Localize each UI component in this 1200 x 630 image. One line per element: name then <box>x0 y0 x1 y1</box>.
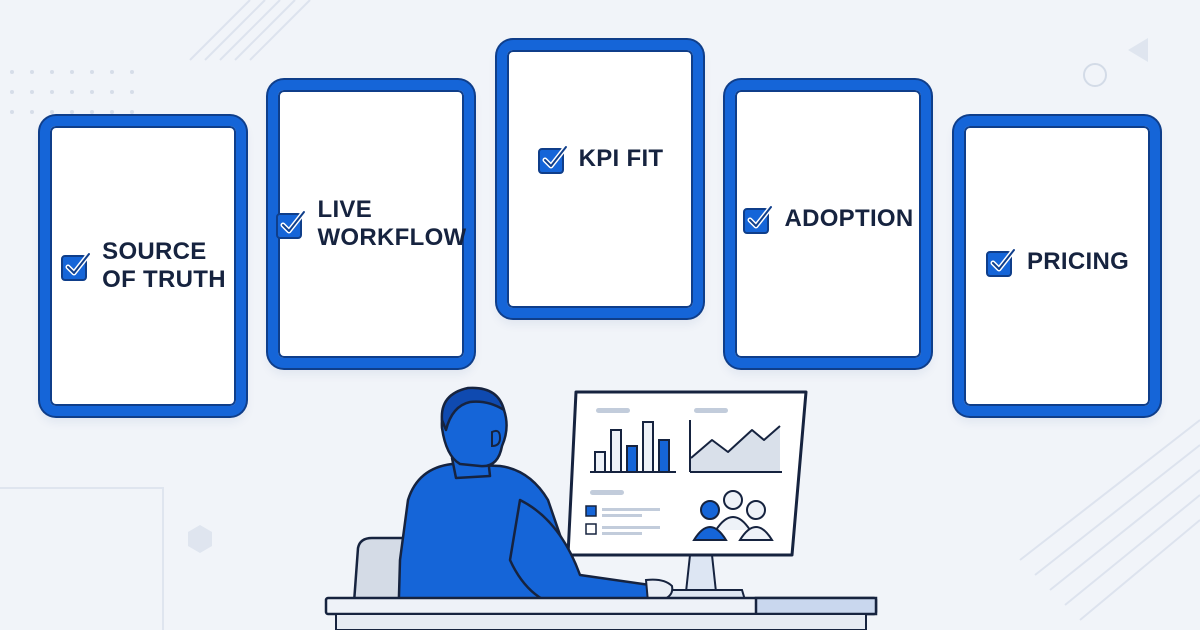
checkbox-check-icon <box>743 204 774 234</box>
card-live-workflow: LIVE WORKFLOW <box>268 80 474 368</box>
checkbox-check-icon <box>537 144 569 174</box>
monitor <box>566 390 808 557</box>
circle-decor <box>1083 63 1107 87</box>
dot-grid <box>10 70 134 114</box>
card-label: KPI FIT <box>578 145 664 172</box>
card-label-group: ADOPTION <box>742 203 913 235</box>
card-label: SOURCE OF TRUTH <box>102 238 226 293</box>
hexagon-decor <box>188 525 212 553</box>
card-label: LIVE WORKFLOW <box>317 196 467 251</box>
triangle-decor <box>1128 38 1148 62</box>
person <box>396 386 674 630</box>
card-label: ADOPTION <box>784 205 914 232</box>
users-icon <box>692 490 774 541</box>
card-adoption: ADOPTION <box>725 80 931 368</box>
checkbox-check-icon <box>985 247 1017 277</box>
checkbox-check-icon <box>276 209 307 239</box>
diagonal-hatch-bottom <box>1019 419 1200 621</box>
card-pricing: PRICING <box>954 116 1160 416</box>
diagonal-hatch-top <box>189 0 311 61</box>
area-chart-icon <box>689 408 782 473</box>
card-label-group: KPI FIT <box>537 143 664 175</box>
bar-chart-icon <box>590 408 676 473</box>
list-widget <box>585 490 660 535</box>
card-source-of-truth: SOURCE OF TRUTH <box>40 116 246 416</box>
card-label-group: SOURCE OF TRUTH <box>60 238 226 294</box>
frame-decor <box>0 487 164 630</box>
checkbox-check-icon <box>61 251 92 281</box>
desk <box>324 596 878 630</box>
card-label-group: LIVE WORKFLOW <box>275 196 466 252</box>
card-label-group: PRICING <box>985 246 1129 278</box>
card-kpi-fit: KPI FIT <box>497 40 703 318</box>
card-label: PRICING <box>1026 248 1130 275</box>
